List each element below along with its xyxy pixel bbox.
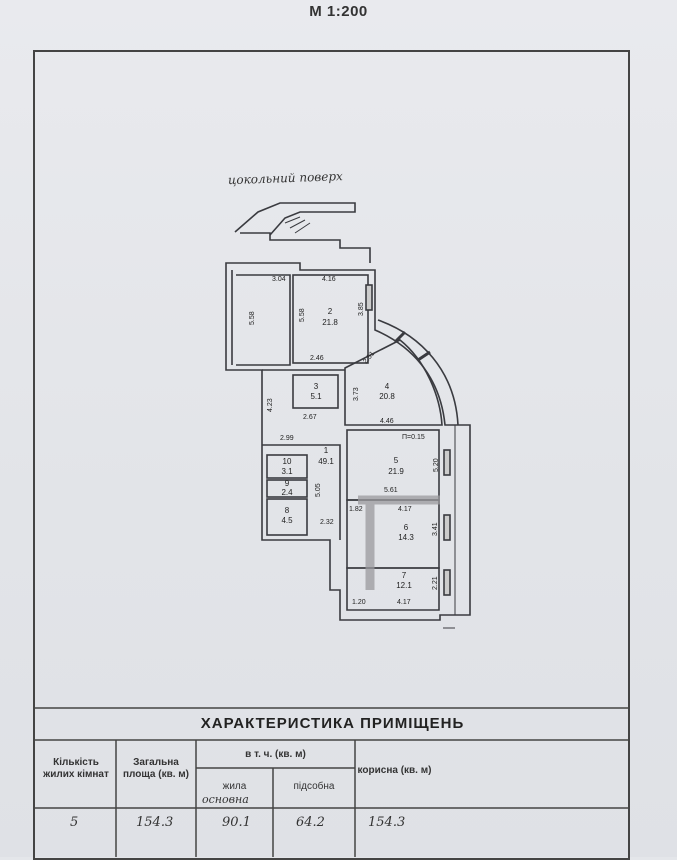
col-rooms-header: Кількість жилих кімнат xyxy=(43,757,109,780)
col-incl-header: в т. ч. (кв. м) xyxy=(245,749,306,760)
dimension: 2.99 xyxy=(280,435,294,442)
handwritten-note: основна xyxy=(202,793,249,806)
dimension: 2.67 xyxy=(303,414,317,421)
dimension: 4.17 xyxy=(397,599,411,606)
room-area: 2.4 xyxy=(281,488,293,497)
dimension: 5.58 xyxy=(249,311,256,325)
dimension: 5.58 xyxy=(299,308,306,322)
room-area: 21.9 xyxy=(388,467,404,476)
room-area: 20.8 xyxy=(379,392,395,401)
room-labels: 2 21.8 3 5.1 4 20.8 1 49.1 10 3.1 9 2.4 … xyxy=(281,307,414,590)
room-number: 10 xyxy=(283,457,292,466)
room-number: 9 xyxy=(285,479,290,488)
room-number: 1 xyxy=(324,446,329,455)
room-area: 4.5 xyxy=(281,516,293,525)
room-area: 49.1 xyxy=(318,457,334,466)
dimension: 2.21 xyxy=(432,576,439,590)
value-living: 90.1 xyxy=(222,815,251,830)
col-aux-header: підсобна xyxy=(293,781,335,792)
dimension: 4.46 xyxy=(380,418,394,425)
dimension: 4.16 xyxy=(322,276,336,283)
marker-highlight xyxy=(358,495,440,590)
dimension: 3.41 xyxy=(432,522,439,536)
room-number: 6 xyxy=(404,523,409,532)
room-area: 3.1 xyxy=(281,467,293,476)
col-useful-header: корисна (кв. м) xyxy=(357,765,432,776)
value-total: 154.3 xyxy=(136,815,174,830)
room-number: 7 xyxy=(402,571,407,580)
room-number: 5 xyxy=(394,456,399,465)
table-grid xyxy=(33,707,630,857)
dimension-labels: 3.04 4.16 5.58 5.58 3.85 2.46 2.51 4.23 … xyxy=(249,276,440,606)
value-aux: 64.2 xyxy=(296,815,325,830)
col-living-header: жила xyxy=(222,781,247,792)
room-number: 8 xyxy=(285,506,290,515)
plan-walls xyxy=(225,202,471,629)
room-number: 3 xyxy=(314,382,319,391)
dimension: 3.04 xyxy=(272,276,286,283)
room-number: 2 xyxy=(328,307,333,316)
dimension: 1.20 xyxy=(352,599,366,606)
dimension: 1.82 xyxy=(349,506,363,513)
floor-label: цокольний поверх xyxy=(228,169,343,187)
dimension: 3.85 xyxy=(358,302,365,316)
value-useful: 154.3 xyxy=(368,815,406,830)
dimension: 3.73 xyxy=(353,387,360,401)
room-area: 21.8 xyxy=(322,318,338,327)
dimension: 5.05 xyxy=(315,483,322,497)
room-area: 5.1 xyxy=(310,392,322,401)
dimension: 2.46 xyxy=(310,355,324,362)
table-title: ХАРАКТЕРИСТИКА ПРИМІЩЕНЬ xyxy=(200,715,465,732)
scale-label: М 1:200 xyxy=(309,3,368,20)
room-area: 14.3 xyxy=(398,533,414,542)
room-area: 12.1 xyxy=(396,581,412,590)
dimension: 5.20 xyxy=(433,458,440,472)
room-number: 4 xyxy=(385,382,390,391)
col-total-header: Загальна площа (кв. м) xyxy=(122,757,190,780)
dimension: 5.61 xyxy=(384,487,398,494)
value-rooms: 5 xyxy=(70,815,79,830)
dimension: 4.23 xyxy=(267,398,274,412)
dimension: 4.17 xyxy=(398,506,412,513)
dimension: 2.32 xyxy=(320,519,334,526)
dimension: П=0.15 xyxy=(402,434,425,441)
